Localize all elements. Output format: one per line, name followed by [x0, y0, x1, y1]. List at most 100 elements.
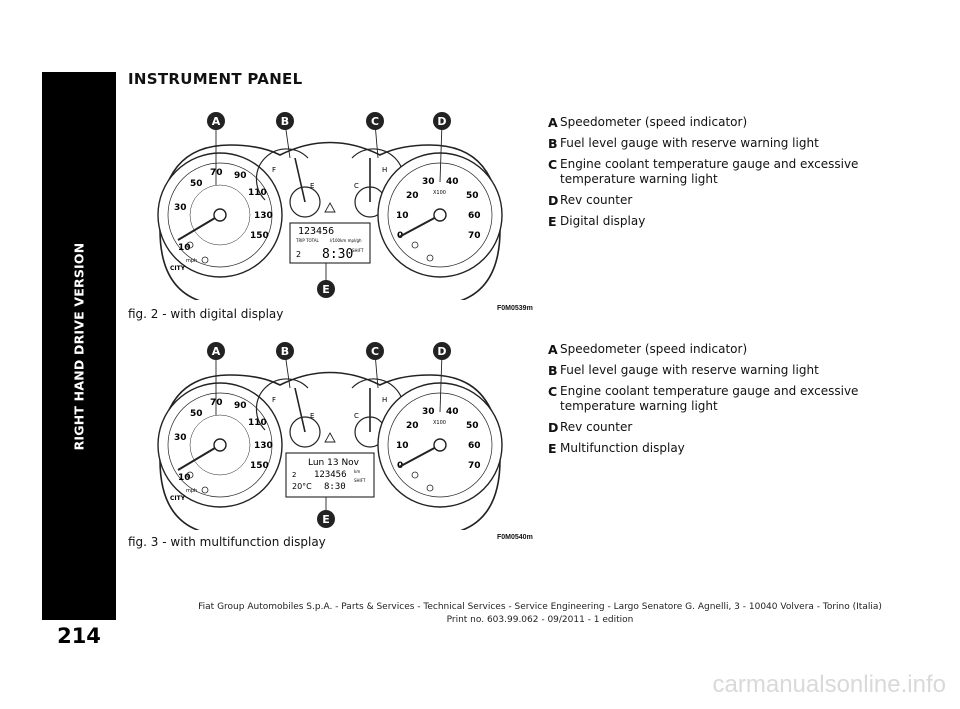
svg-text:2: 2 [296, 250, 301, 259]
fuel-needle [294, 387, 306, 433]
rev-label-6: 60 [468, 441, 481, 451]
speedo-label-2: 50 [190, 179, 203, 189]
speedo-hub [213, 438, 227, 452]
speedo-label-1: 30 [174, 433, 187, 443]
svg-text:D: D [437, 345, 446, 358]
legend-multifunction: A Speedometer (speed indicator) B Fuel l… [548, 342, 868, 462]
rev-label-3: 30 [422, 407, 435, 417]
rev-unit: X100 [433, 420, 446, 426]
speedo-needle [177, 444, 221, 471]
rev-label-7: 70 [468, 231, 481, 241]
speedo-label-6: 130 [254, 441, 273, 451]
svg-text:2: 2 [292, 471, 296, 479]
svg-text:km: km [354, 469, 360, 474]
svg-text:E: E [322, 283, 330, 296]
svg-text:Lun 13 Nov: Lun 13 Nov [308, 458, 360, 468]
callout-d-badge [433, 342, 451, 360]
multifunction-display [285, 452, 375, 498]
rev-hub [433, 438, 447, 452]
rev-unit: X100 [433, 190, 446, 196]
rev-label-4: 40 [446, 177, 459, 187]
rev-label-5: 50 [466, 191, 479, 201]
legend-digital: A Speedometer (speed indicator) B Fuel l… [548, 115, 868, 235]
rev-label-2: 20 [406, 421, 419, 431]
instrument-panel-figure-digital: 10 30 50 70 90 110 130 150 mph CITY F E … [150, 100, 510, 300]
warning-lamp-icon [411, 471, 419, 479]
rev-label-6: 60 [468, 211, 481, 221]
warning-lamp-icon [186, 471, 194, 479]
svg-text:H: H [382, 166, 387, 174]
svg-text:F: F [272, 166, 276, 174]
digital-display [289, 222, 371, 264]
rev-label-7: 70 [468, 461, 481, 471]
rev-label-4: 40 [446, 407, 459, 417]
speedo-label-6: 130 [254, 211, 273, 221]
instrument-panel-figure-multifunction: 10 30 50 70 90 110 130 150 mph CITY F E … [150, 330, 510, 530]
figure-caption: fig. 2 - with digital display [128, 307, 284, 321]
page-title: INSTRUMENT PANEL [128, 70, 303, 88]
speedo-label-0: 10 [178, 473, 191, 483]
svg-text:E: E [310, 412, 314, 420]
side-tab: RIGHT HAND DRIVE VERSION [42, 72, 116, 620]
rev-needle [398, 214, 441, 238]
speedo-needle [177, 214, 221, 241]
svg-text:SHIFT: SHIFT [352, 248, 364, 253]
svg-text:8:30: 8:30 [322, 247, 353, 262]
svg-text:C: C [354, 412, 359, 420]
speedo-label-5: 110 [248, 188, 267, 198]
legend-item: E Digital display [548, 214, 646, 229]
callout-e-badge [317, 510, 335, 528]
callout-b-badge [276, 342, 294, 360]
fuel-needle [294, 157, 306, 203]
speedo-label-0: 10 [178, 243, 191, 253]
callout-c-badge [366, 342, 384, 360]
speedo-label-5: 110 [248, 418, 267, 428]
figure-code: F0M0540m [497, 534, 533, 541]
side-tab-label: RIGHT HAND DRIVE VERSION [71, 242, 87, 450]
svg-text:C: C [371, 345, 379, 358]
rev-label-1: 10 [396, 211, 409, 221]
warning-lamp-icon [426, 254, 434, 262]
svg-text:B: B [281, 345, 289, 358]
svg-text:C: C [354, 182, 359, 190]
legend-item: A Speedometer (speed indicator) [548, 115, 748, 130]
legend-item: A Speedometer (speed indicator) [548, 342, 748, 357]
svg-text:l/100km mpl/gh: l/100km mpl/gh [330, 238, 362, 243]
rev-label-5: 50 [466, 421, 479, 431]
warning-lamp-icon [201, 256, 209, 264]
speedo-unit: mph [186, 488, 197, 494]
speedo-label-2: 50 [190, 409, 203, 419]
speedo-hub [213, 208, 227, 222]
rev-hub [433, 208, 447, 222]
rev-needle [398, 444, 441, 468]
svg-text:C: C [371, 115, 379, 128]
svg-text:A: A [212, 115, 221, 128]
callout-c-badge [366, 112, 384, 130]
svg-text:123456: 123456 [314, 470, 347, 480]
svg-text:123456: 123456 [298, 226, 334, 237]
svg-text:20°C: 20°C [292, 482, 312, 491]
warning-triangle-icon [324, 432, 336, 443]
legend-item: B Fuel level gauge with reserve warning … [548, 363, 819, 378]
svg-text:8:30: 8:30 [324, 482, 346, 492]
watermark: carmanualsonline.info [712, 671, 946, 698]
legend-item: D Rev counter [548, 420, 633, 435]
city-label: CITY [170, 265, 186, 272]
legend-item: D Rev counter [548, 193, 633, 208]
svg-text:D: D [437, 115, 446, 128]
svg-text:A: A [212, 345, 221, 358]
figure-code: F0M0539m [497, 305, 533, 312]
callout-b-badge [276, 112, 294, 130]
rev-label-2: 20 [406, 191, 419, 201]
footer-publisher: Fiat Group Automobiles S.p.A. - Parts & … [198, 602, 882, 612]
speedo-unit: mph [186, 258, 197, 264]
speedo-label-1: 30 [174, 203, 187, 213]
footer-print-info: Print no. 603.99.062 - 09/2011 - 1 editi… [446, 615, 634, 625]
legend-item: C Engine coolant temperature gauge and e… [548, 384, 859, 413]
callout-e-badge [317, 280, 335, 298]
page-number: 214 [57, 624, 101, 648]
warning-lamp-icon [201, 486, 209, 494]
callout-a-badge [207, 342, 225, 360]
speedo-label-7: 150 [250, 231, 269, 241]
rev-label-1: 10 [396, 441, 409, 451]
